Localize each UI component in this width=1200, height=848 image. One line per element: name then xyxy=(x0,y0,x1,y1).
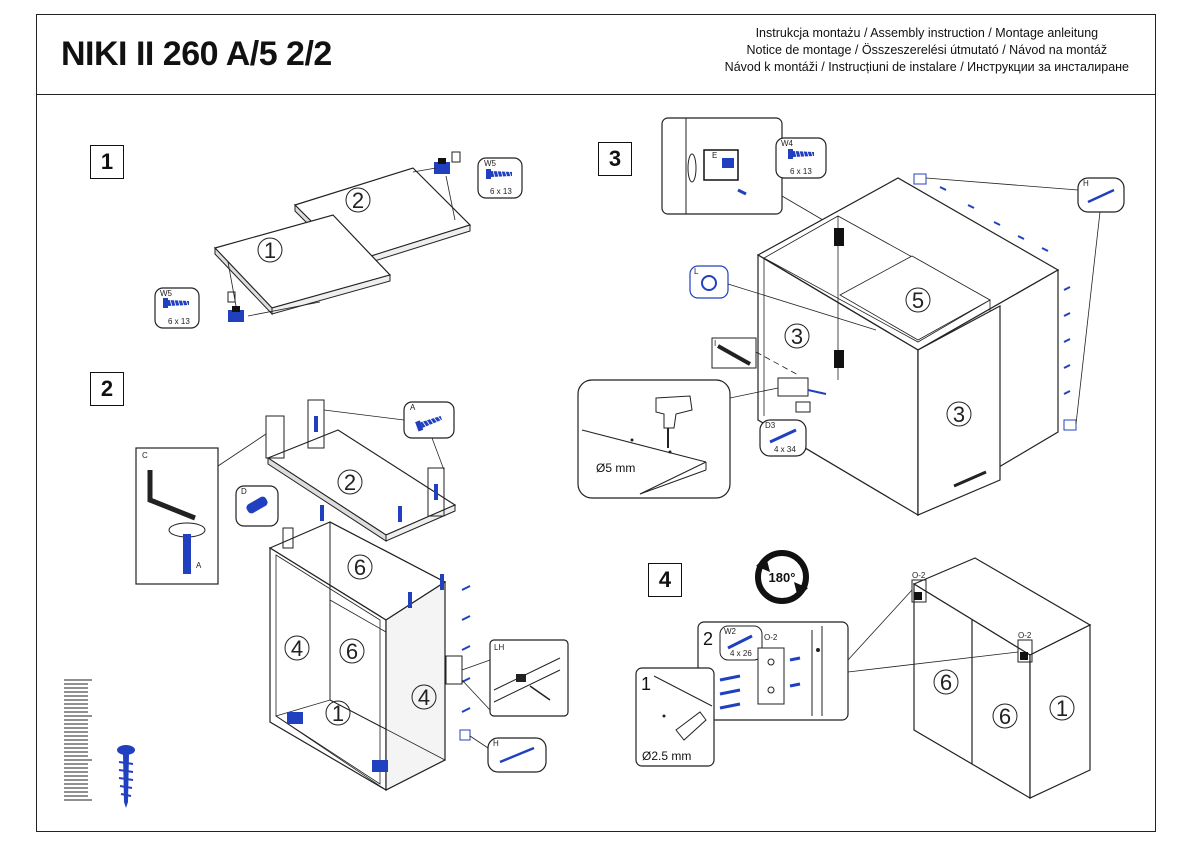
panel-3-left-label: 3 xyxy=(791,324,803,349)
code-l-label: L xyxy=(694,267,699,276)
panel-2-step2-label: 2 xyxy=(344,470,356,495)
code-i-label: I xyxy=(714,339,716,348)
code-o2-cab-right: O-2 xyxy=(1018,631,1032,640)
instruction-line-2: Notice de montage / Összeszerelési útmut… xyxy=(746,43,1108,57)
substep-1-label: 1 xyxy=(641,674,651,694)
step-4-drawing: 180° 2 W2 4 x 26 O-2 1 Ø2.5 mm xyxy=(635,550,1092,800)
code-a-callout: A xyxy=(410,403,416,412)
code-h-label-s3: H xyxy=(1083,179,1089,188)
step-1-number: 1 xyxy=(90,145,124,179)
instruction-languages: Instrukcja montażu / Assembly instructio… xyxy=(725,25,1129,76)
w2-code: W2 xyxy=(724,627,737,636)
d3-qty: 4 x 34 xyxy=(774,445,796,454)
drill-5mm-label: Ø5 mm xyxy=(596,461,635,475)
w5-code-top: W5 xyxy=(484,159,497,168)
code-d-label: D xyxy=(241,487,247,496)
panel-1-label: 1 xyxy=(264,238,276,263)
step-2-drawing: C A 2 A D 6 xyxy=(135,399,569,792)
w4-qty: 6 x 13 xyxy=(790,167,812,176)
scale-screw-icon xyxy=(117,745,135,808)
code-o2-inset: O-2 xyxy=(764,633,778,642)
code-o2-cab-left: O-2 xyxy=(912,571,926,580)
drill-25mm-label: Ø2.5 mm xyxy=(642,749,691,763)
rotate-180-label: 180° xyxy=(769,570,796,585)
panel-1-step4-label: 1 xyxy=(1056,696,1068,721)
w5-code-bottom: W5 xyxy=(160,289,173,298)
step-3-number: 3 xyxy=(598,142,632,176)
model-title: NIKI II 260 A/5 2/2 xyxy=(61,35,332,73)
panel-5-label: 5 xyxy=(912,288,924,313)
panel-6-upper-label: 6 xyxy=(354,555,366,580)
panel-4-left-label: 4 xyxy=(291,636,303,661)
w4-code: W4 xyxy=(781,139,794,148)
panel-6-a-step4-label: 6 xyxy=(940,670,952,695)
code-lh-label: LH xyxy=(494,643,504,652)
code-h-label-s2: H xyxy=(493,739,499,748)
panel-3-door-label: 3 xyxy=(953,402,965,427)
header: NIKI II 260 A/5 2/2 Instrukcja montażu /… xyxy=(37,15,1155,95)
w5-qty-bottom: 6 x 13 xyxy=(168,317,190,326)
panel-1-step2-label: 1 xyxy=(332,701,344,726)
instruction-line-3: Návod k montáži / Instrucțiuni de instal… xyxy=(724,60,1129,74)
code-d3-label: D3 xyxy=(765,421,776,430)
panel-4-right-label: 4 xyxy=(418,685,430,710)
code-e-inset: E xyxy=(712,151,717,160)
code-c-label: C xyxy=(142,451,148,460)
panel-2-label: 2 xyxy=(352,188,364,213)
instruction-line-1: Instrukcja montażu / Assembly instructio… xyxy=(755,26,1099,40)
step-2-number: 2 xyxy=(90,372,124,406)
code-a-label: A xyxy=(196,561,202,570)
step-4-number: 4 xyxy=(648,563,682,597)
panel-6-lower-label: 6 xyxy=(346,639,358,664)
w2-qty: 4 x 26 xyxy=(730,649,752,658)
substep-2-label: 2 xyxy=(703,629,713,649)
panel-6-b-step4-label: 6 xyxy=(999,704,1011,729)
scale-ruler xyxy=(64,679,135,808)
w5-qty-top: 6 x 13 xyxy=(490,187,512,196)
step-3-drawing: E W4 6 x 13 5 3 3 xyxy=(577,117,1125,517)
step-1-drawing: 2 1 W5 6 x 13 W5 6 x 13 xyxy=(154,151,523,329)
